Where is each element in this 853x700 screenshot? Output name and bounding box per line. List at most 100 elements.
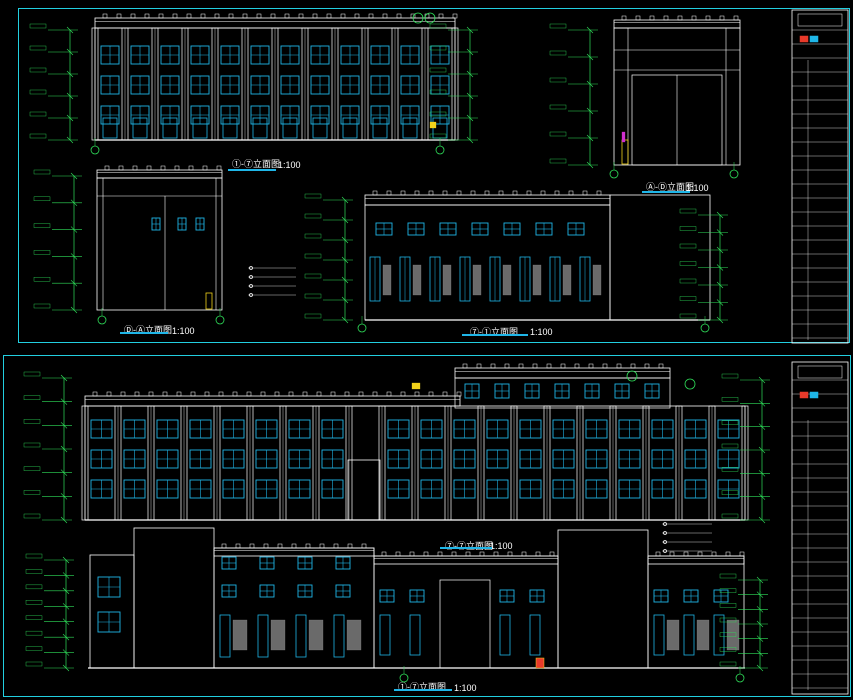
entrance-opening — [439, 579, 491, 669]
wall-panel — [592, 264, 602, 296]
level-value-box — [719, 588, 737, 593]
dim-tick — [70, 279, 78, 287]
finial — [465, 551, 471, 557]
level-value-box — [25, 630, 43, 636]
finial — [120, 391, 126, 397]
finial — [456, 391, 462, 397]
shopfront — [312, 117, 328, 139]
dim-tick — [716, 229, 724, 236]
level-value-box — [549, 23, 567, 29]
finial — [368, 13, 374, 19]
finial — [235, 543, 241, 549]
finial — [386, 190, 392, 196]
finial — [663, 15, 669, 21]
level-value-box — [719, 661, 737, 667]
dim-tick — [586, 107, 594, 115]
title-logo-mark — [809, 391, 819, 399]
level-value-box — [429, 23, 447, 29]
level-value-box — [25, 646, 43, 651]
finial — [118, 165, 124, 171]
dim-tick — [716, 299, 724, 306]
level-value-box — [721, 513, 739, 519]
wall-panel — [308, 619, 324, 651]
title-logo-mark — [809, 35, 819, 43]
finial — [521, 551, 527, 557]
wall-panel — [532, 264, 542, 296]
elevation-title-c: Ⓓ-Ⓐ立面图 — [124, 325, 172, 335]
finial — [333, 543, 339, 549]
finial — [546, 363, 552, 369]
elevation-title-f: ①-⑦立面图 — [398, 682, 446, 692]
finial — [174, 165, 180, 171]
finial — [470, 190, 476, 196]
shopfront — [132, 117, 148, 139]
finial — [358, 391, 364, 397]
dim-tick — [60, 493, 68, 500]
tall-window — [257, 614, 269, 658]
finial — [711, 551, 717, 557]
finial — [462, 363, 468, 369]
finial — [104, 165, 110, 171]
dim-tick — [586, 161, 594, 169]
finial — [172, 13, 178, 19]
level-value-box — [23, 395, 41, 400]
finial — [218, 391, 224, 397]
dim-tick — [466, 114, 474, 122]
dim-tick — [716, 316, 724, 324]
finial — [428, 190, 434, 196]
dim-tick — [466, 136, 474, 144]
finial — [158, 13, 164, 19]
level-value-box — [719, 603, 737, 608]
level-value-box — [25, 615, 43, 620]
level-value-box — [721, 373, 739, 379]
dim-tick — [66, 114, 74, 122]
dim-tick — [62, 556, 70, 564]
elevation-title-b: Ⓐ-Ⓓ立面图 — [646, 182, 694, 192]
dim-tick — [62, 603, 70, 610]
finial — [438, 13, 444, 19]
finial — [202, 165, 208, 171]
dim-tick — [66, 92, 74, 100]
level-value-box — [29, 67, 47, 73]
shopfront — [252, 117, 268, 139]
wall-panel — [696, 619, 710, 651]
dim-tick — [466, 26, 474, 34]
dim-tick — [66, 48, 74, 56]
dim-tick — [756, 576, 764, 584]
finial — [414, 391, 420, 397]
dim-tick — [756, 591, 764, 598]
level-value-box — [33, 303, 51, 309]
elevation-scale-b: 1:100 — [686, 183, 709, 193]
cornice — [364, 194, 611, 206]
finial — [302, 391, 308, 397]
finial — [498, 190, 504, 196]
level-value-box — [721, 490, 739, 495]
wall-panel — [726, 619, 740, 651]
finial — [719, 15, 725, 21]
level-value-box — [549, 77, 567, 83]
finial — [476, 363, 482, 369]
note-bullet — [663, 531, 667, 535]
note-bullet — [663, 549, 667, 553]
dim-tick — [716, 211, 724, 219]
axis-bubble — [700, 323, 710, 333]
level-value-box — [29, 45, 47, 51]
finial — [588, 363, 594, 369]
finial — [344, 391, 350, 397]
finial — [382, 13, 388, 19]
title-logo-box — [797, 13, 843, 27]
wall-panel — [472, 264, 482, 296]
level-value-box — [23, 419, 41, 424]
finial — [697, 551, 703, 557]
finial — [330, 391, 336, 397]
axis-bubble — [424, 12, 436, 24]
tall-window — [409, 614, 421, 656]
title-block — [791, 9, 849, 344]
stair-tower — [133, 527, 215, 669]
level-value-box — [679, 243, 697, 249]
entrance-canopy — [347, 459, 381, 521]
dim-tick — [66, 70, 74, 78]
finial — [270, 13, 276, 19]
wall-panel — [442, 264, 452, 296]
finial — [739, 551, 745, 557]
